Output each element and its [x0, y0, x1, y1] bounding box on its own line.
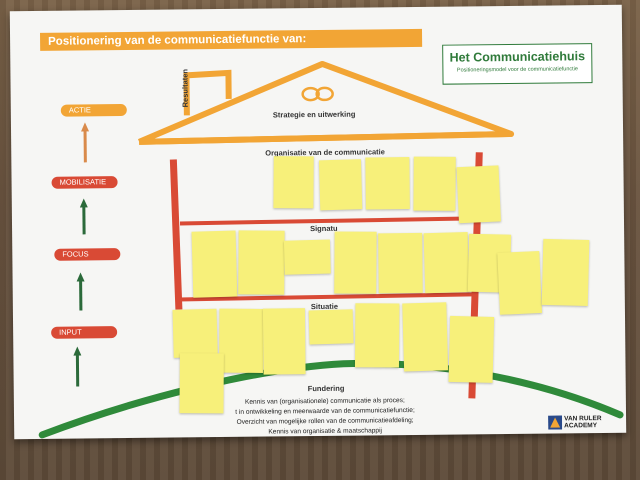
sticky-note — [497, 250, 543, 315]
foundation-text: Kennis van (organisationele) communicati… — [210, 396, 440, 438]
sticky-note — [413, 156, 456, 211]
sticky-note — [541, 238, 590, 306]
floor2-label: Signatu — [310, 223, 338, 234]
sticky-note — [238, 230, 285, 295]
up-arrow-icon — [81, 122, 90, 163]
house-drawing — [38, 60, 624, 439]
up-arrow-icon — [76, 272, 85, 311]
roof-label: Strategie en uitwerking — [272, 109, 356, 120]
sticky-note — [354, 303, 400, 368]
up-arrow-icon — [79, 198, 88, 235]
sticky-note — [308, 309, 354, 345]
sticky-note — [378, 232, 423, 294]
sticky-note — [191, 230, 238, 298]
academy-text: VAN RULER ACADEMY — [564, 415, 602, 429]
academy-line2: ACADEMY — [564, 422, 598, 430]
sticky-note — [262, 308, 306, 375]
sticky-note — [283, 239, 331, 275]
sticky-note — [423, 232, 470, 294]
up-arrow-icon — [73, 346, 82, 387]
sticky-note — [448, 315, 495, 383]
foundation-label: Fundering — [307, 383, 345, 394]
sticky-note — [318, 159, 363, 211]
sticky-note — [219, 308, 264, 373]
sticky-note — [273, 156, 314, 209]
sticky-note — [334, 231, 377, 294]
sticky-note — [402, 302, 449, 372]
van-ruler-academy-logo: VAN RULER ACADEMY — [548, 415, 612, 432]
academy-icon — [548, 415, 563, 430]
sticky-note — [365, 157, 410, 210]
chimney-label: Resultaten — [180, 68, 190, 108]
poster: Positionering van de communicatiefunctie… — [9, 4, 627, 440]
sticky-note — [456, 165, 501, 224]
sticky-note — [172, 308, 218, 358]
